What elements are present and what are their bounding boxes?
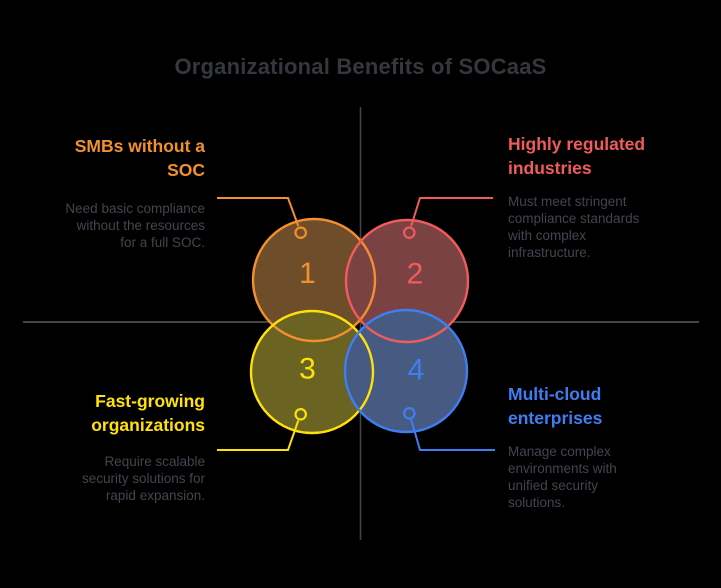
section-2-description-line: Must meet stringent xyxy=(508,194,627,209)
circle-1-outline xyxy=(251,217,377,343)
circle-1-anchor-ring xyxy=(294,226,307,239)
circle-4-number: 4 xyxy=(408,354,425,387)
circle-1-fill xyxy=(253,219,375,341)
circle-3-outline xyxy=(249,309,375,435)
section-1-title: SMBs without a SOC xyxy=(75,134,205,182)
section-2-description-line: infrastructure. xyxy=(508,245,591,260)
section-2-description-line: with complex xyxy=(508,228,587,243)
section-3-description-line: security solutions for xyxy=(81,471,205,486)
section-1-description-line: Need basic compliance xyxy=(65,201,205,216)
section-3-description-line: Require scalable xyxy=(104,454,205,469)
section-1-title-line: SMBs without a xyxy=(74,136,205,156)
section-1-description: Need basic compliance without the resour… xyxy=(65,200,205,251)
circle-2-outline xyxy=(344,218,470,344)
circle-2-number: 2 xyxy=(407,258,424,291)
circle-2-anchor-ring xyxy=(402,226,416,239)
section-4-title: Multi-cloud enterprises xyxy=(508,382,602,430)
section-4-description-line: Manage complex xyxy=(508,444,611,459)
circle-3-fill xyxy=(251,311,373,433)
circle-4-outline xyxy=(343,308,469,434)
circle-4-connector-line xyxy=(410,419,495,451)
circle-2-connector-line xyxy=(410,197,493,227)
section-3-description-line: rapid expansion. xyxy=(105,488,205,503)
section-4-title-line: Multi-cloud xyxy=(508,384,602,404)
section-3-title-line: organizations xyxy=(91,415,205,435)
section-1-description-line: for a full SOC. xyxy=(120,235,205,250)
section-2-title: Highly regulated industries xyxy=(508,132,645,180)
section-4-description-line: environments with xyxy=(508,461,617,476)
circle-3-anchor-ring xyxy=(294,407,307,421)
section-4-title-line: enterprises xyxy=(508,408,603,428)
section-2-title-line: Highly regulated xyxy=(508,134,646,154)
circle-3-connector-line xyxy=(217,420,300,451)
circle-3-number: 3 xyxy=(299,353,316,386)
section-2-description: Must meet stringent compliance standards… xyxy=(508,193,639,261)
circle-2-fill xyxy=(346,220,468,342)
circle-1-number: 1 xyxy=(299,257,316,290)
section-3-title-line: Fast-growing xyxy=(95,391,205,411)
section-2-title-line: industries xyxy=(508,158,592,178)
circle-1-connector-line xyxy=(217,197,300,227)
section-4-description-line: unified security xyxy=(508,478,599,493)
page-title: Organizational Benefits of SOCaaS xyxy=(174,54,547,79)
circle-4-fill xyxy=(345,310,467,432)
section-4-description-line: solutions. xyxy=(508,495,566,510)
section-3-title: Fast-growing organizations xyxy=(91,389,205,437)
section-1-description-line: without the resources xyxy=(76,218,205,233)
section-2-description-line: compliance standards xyxy=(508,211,640,226)
section-1-title-line: SOC xyxy=(167,160,205,180)
section-4-description: Manage complex environments with unified… xyxy=(508,443,617,511)
circle-4-anchor-ring xyxy=(402,406,416,420)
section-3-description: Require scalable security solutions for … xyxy=(82,453,205,504)
